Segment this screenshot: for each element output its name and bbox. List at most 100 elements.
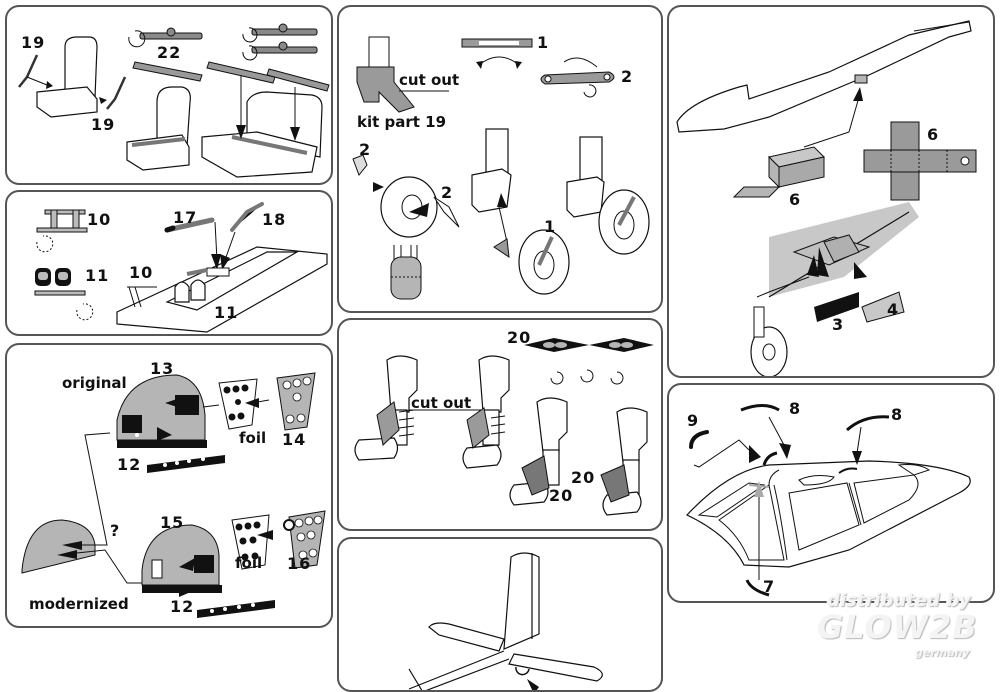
rotate-arrow-icon [128,30,146,48]
fuselage-illustration [676,20,977,376]
stabilizer-left [428,622,505,652]
gear-bay [792,234,871,266]
strap-pair [251,23,318,54]
label-part-11-floor: 11 [214,303,239,322]
label-part-6-flat: 6 [927,125,940,144]
belt-19-right [106,76,127,110]
label-part-1-wheel: 1 [544,217,557,236]
strut-right [566,136,605,218]
label-part-16: 16 [287,554,312,573]
vertical-fin [503,552,540,650]
label-part-10-floor: 10 [129,263,154,282]
base-panel [21,519,96,574]
label-part-9: 9 [687,411,700,430]
label-part-8-right: 8 [891,405,904,424]
label-part-2-top: 2 [621,67,634,86]
part-2-top [540,71,615,85]
label-foil-bottom: foil [235,554,263,572]
watermark-line1: distributed by [827,590,971,611]
panel-controls: 10 11 17 18 10 11 [5,190,333,336]
label-part-8-left: 8 [789,399,802,418]
strip-12-bottom [197,600,275,618]
watermark: distributed by GLOW2B germany [815,588,1000,680]
part-10-sprue [36,209,88,233]
part-11-sprue [34,268,86,296]
panel-15 [141,524,222,593]
label-part-18: 18 [262,210,287,229]
strut-middle [471,128,512,213]
watermark-line3: germany [915,646,970,659]
panel-seats: 19 19 22 [5,5,333,185]
label-part-2-wheel: 2 [441,183,454,202]
strap-22 [139,27,203,40]
seat-left [36,36,98,118]
strip-12-top [147,455,225,473]
wheel-front-view [390,245,422,300]
leg-3 [509,397,568,506]
part-8-left [740,404,780,412]
label-part-10-sprue: 10 [87,210,112,229]
part-9 [689,430,709,449]
gear-legs-illustration [354,338,654,516]
arrow-head [46,81,53,89]
label-part-11-sprue: 11 [85,266,110,285]
panel-tail [337,537,663,692]
label-part-2-left: 2 [359,140,372,159]
label-part-1-top: 1 [537,33,550,52]
label-part-20-b: 20 [571,468,596,487]
belt-19-left [18,54,39,88]
label-part-19-left: 19 [21,33,46,52]
label-part-12-bottom: 12 [170,597,195,616]
label-part-6-box: 6 [789,190,802,209]
panel-canopy: 9 8 8 7 [667,383,995,603]
label-original: original [62,374,127,392]
part-1-top [461,38,533,48]
label-part-15: 15 [160,513,185,532]
label-part-19-right: 19 [91,115,116,134]
canopy-outline [686,460,971,568]
fuselage-half [676,20,972,133]
panel-main-gear: cut out kit part 19 1 2 2 2 1 [337,5,663,313]
watermark-line2: GLOW2B [817,608,978,646]
label-modernized: modernized [29,595,129,613]
panel-13 [116,374,207,448]
label-kit-part-19: kit part 19 [357,113,447,131]
label-cut-out: cut out [399,71,460,89]
arrow-line [26,76,48,86]
part-11-installed [174,279,206,303]
label-part-12-top: 12 [117,455,142,474]
part-18 [230,202,264,232]
stabilizer-right [508,653,603,682]
part-8-right [846,415,890,432]
label-part-14: 14 [282,430,307,449]
label-part-17: 17 [173,208,198,227]
part-3 [814,292,859,322]
label-part-4: 4 [887,300,900,319]
part-7 [745,579,770,597]
panel-gear-legs: 20 cut out 20 20 [337,318,663,531]
leg-2 [462,355,510,469]
part-6-flat [863,121,977,201]
bench-seat [201,91,323,178]
part-6-box [732,146,825,198]
label-foil-top: foil [239,429,267,447]
part-4 [861,291,905,323]
controls-illustration [34,202,328,333]
seat-middle [126,86,191,171]
tail-illustration [408,552,603,690]
label-part-20-etch: 20 [507,328,532,347]
instrument-panel-illustration [21,372,326,618]
arrow-head [236,125,246,139]
seats-illustration [18,23,330,178]
label-part-20-a: 20 [549,486,574,505]
box-installed [854,74,868,84]
main-gear-illustration [352,36,650,300]
panel-fuselage: 6 6 3 4 [667,5,995,378]
canopy-illustration [686,404,971,597]
label-cut-out-legs: cut out [411,394,472,412]
label-question: ? [110,521,121,540]
strap-flat [132,61,203,82]
label-part-3: 3 [832,315,845,334]
kit-part-19 [356,36,415,113]
label-part-13: 13 [150,359,175,378]
